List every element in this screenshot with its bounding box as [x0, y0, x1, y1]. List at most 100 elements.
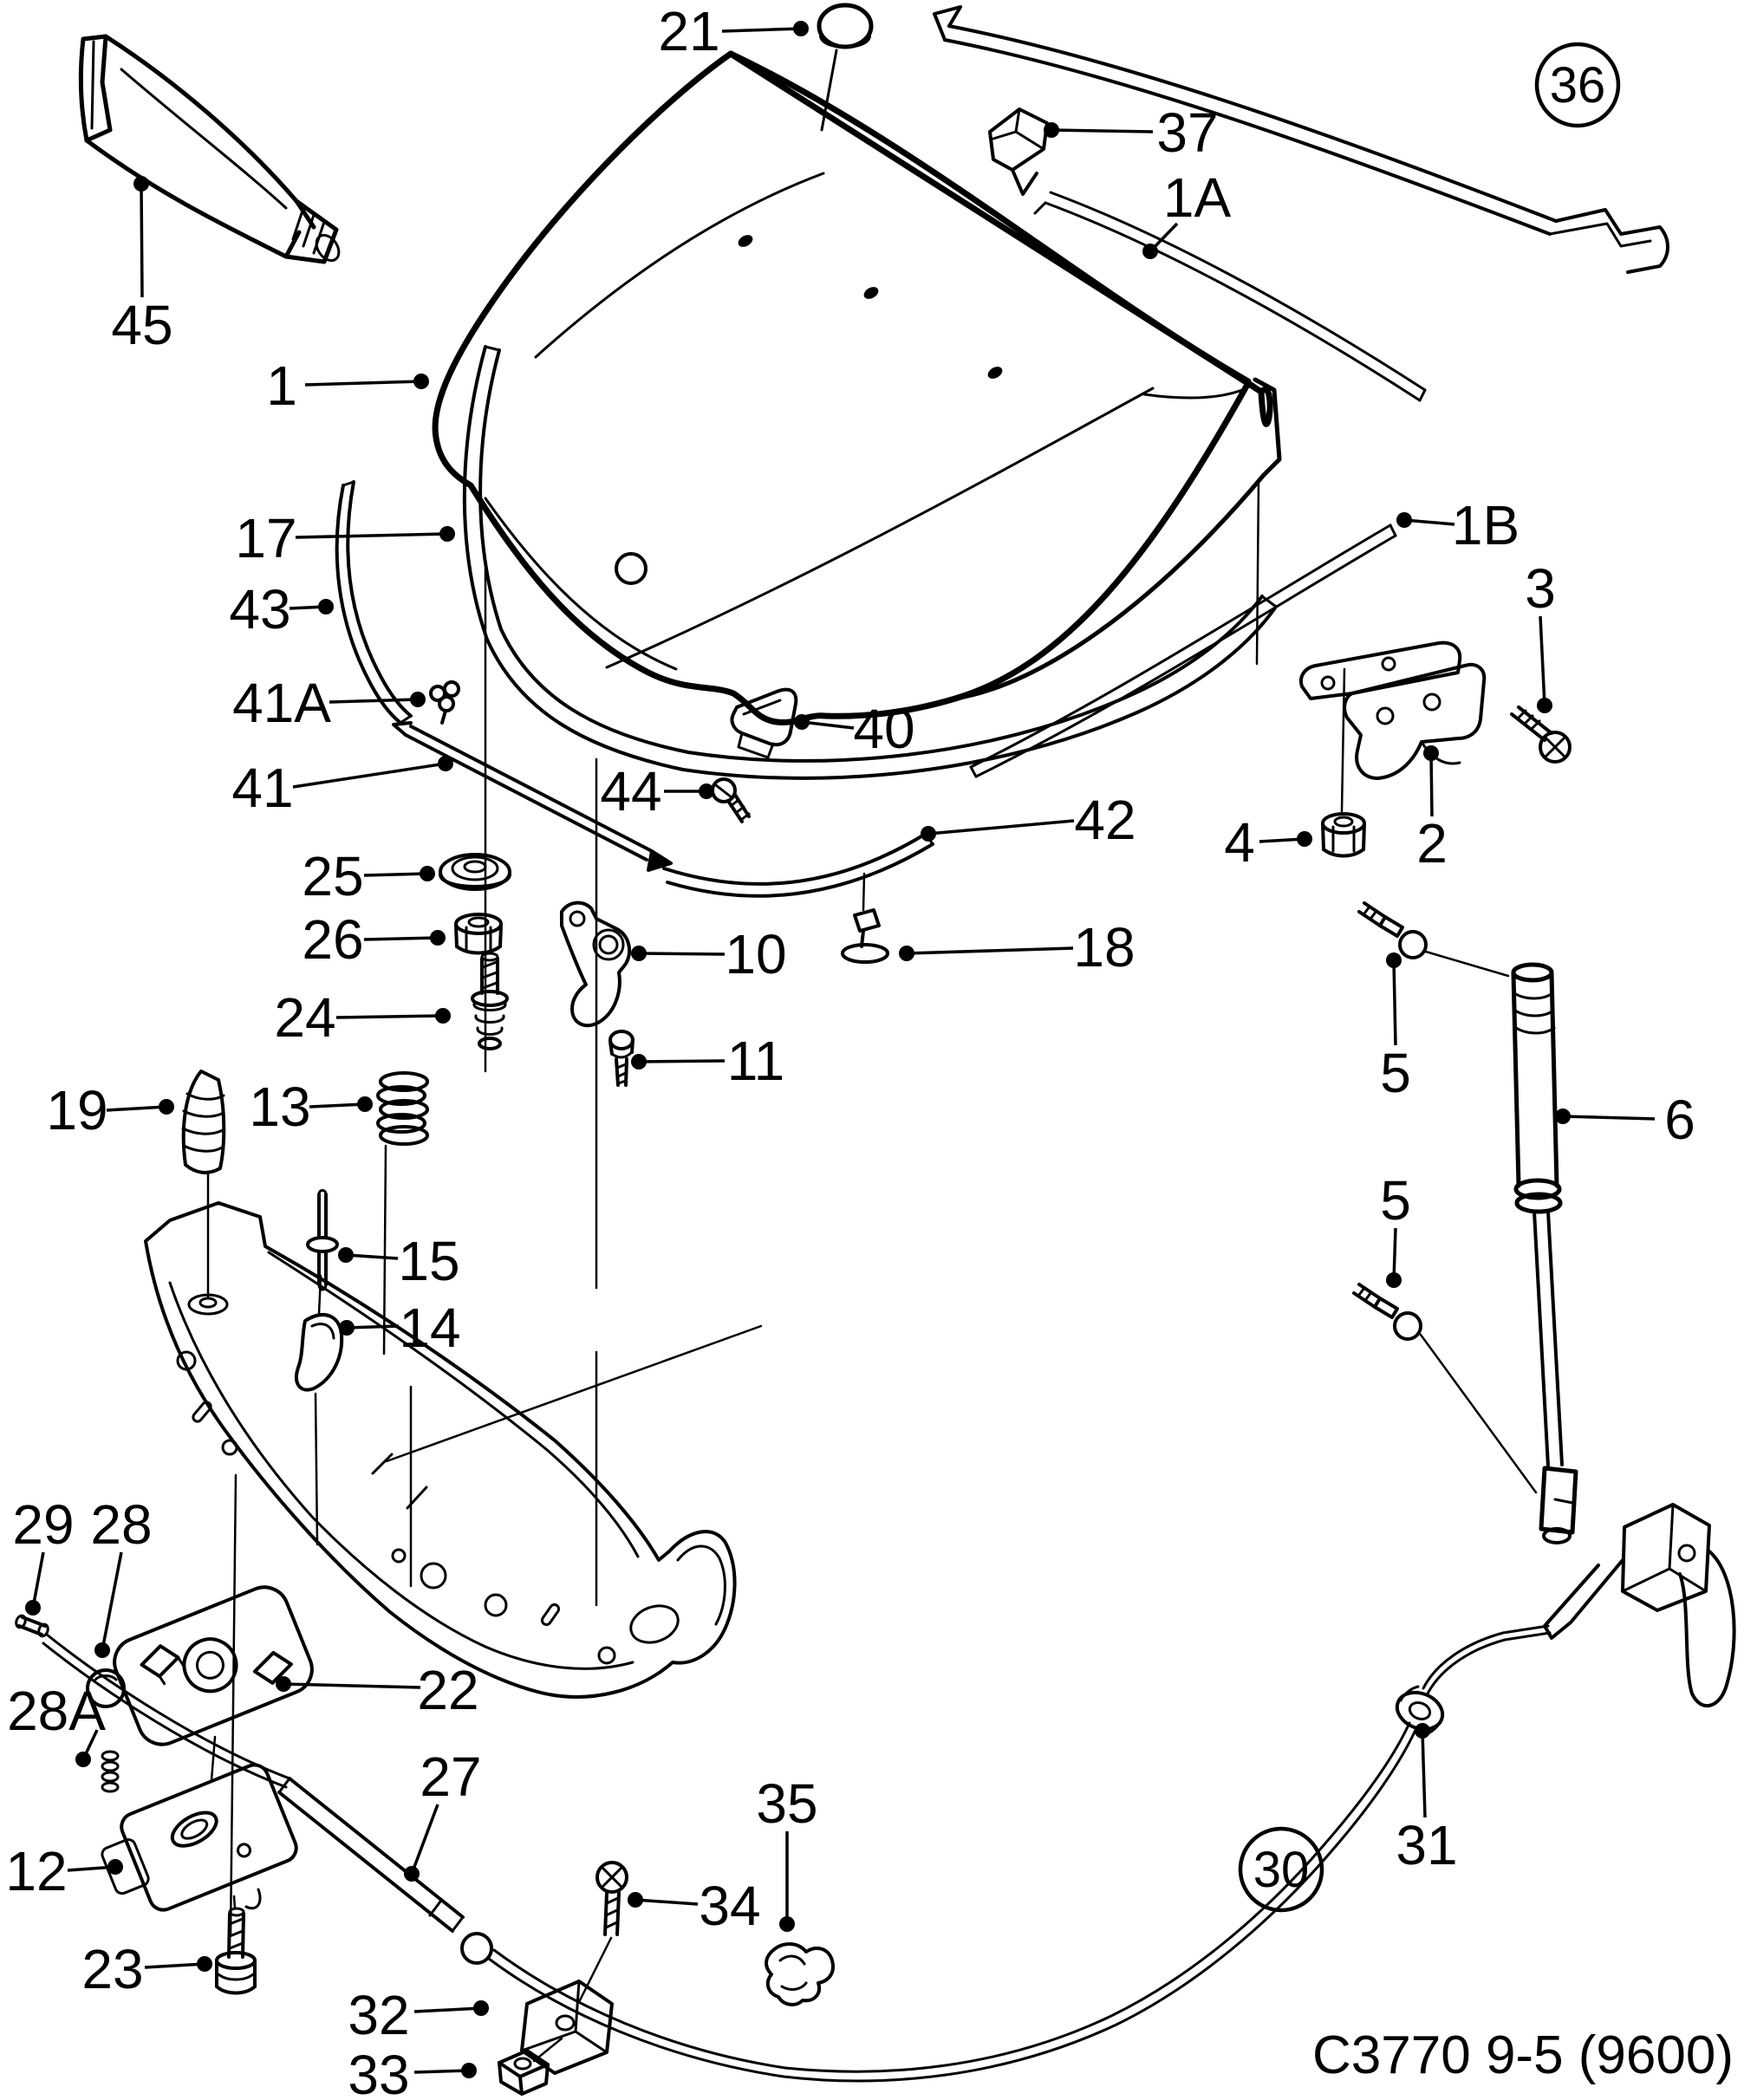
leader-line: [335, 1014, 444, 1019]
leader-line: [309, 1102, 366, 1109]
leader-line: [1403, 518, 1455, 526]
callout-13-20: 13: [249, 1076, 373, 1138]
screw-11: [608, 1030, 634, 1087]
part-number-42: 42: [1074, 789, 1136, 851]
leader-line: [638, 1059, 726, 1063]
part-number-32: 32: [348, 1984, 409, 2046]
clip-37: [988, 107, 1049, 196]
leader-dot: [197, 1956, 212, 1972]
hinge-axis-line: [1340, 667, 1346, 813]
part-number-44: 44: [600, 760, 661, 822]
strip-42: [654, 832, 934, 898]
leader-dot: [410, 692, 426, 707]
part-number-1B: 1B: [1452, 494, 1519, 556]
screw-44: [711, 777, 751, 823]
part-number-18: 18: [1073, 916, 1135, 978]
leader-dot: [439, 526, 455, 542]
callout-1B-15: 1B: [1396, 494, 1519, 556]
callout-42-12: 42: [921, 789, 1136, 851]
part-number-4: 4: [1224, 811, 1255, 874]
leader-line: [413, 2006, 482, 2013]
part-number-29: 29: [12, 1493, 74, 1556]
callout-1-5: 1: [266, 354, 429, 417]
callout-43-7: 43: [229, 578, 334, 640]
part-number-31: 31: [1396, 1814, 1457, 1876]
leader-line: [638, 952, 726, 956]
part-number-22: 22: [417, 1659, 478, 1721]
leader-dot: [420, 866, 435, 881]
part-number-33: 33: [348, 2044, 409, 2100]
spring-13: [376, 1071, 429, 1146]
callout-24-19: 24: [274, 986, 451, 1049]
callout-28-31: 28: [90, 1493, 153, 1658]
callout-22-33: 22: [276, 1659, 479, 1721]
assembly-axis-lines: [206, 480, 1260, 1938]
nut-4: [1321, 812, 1366, 858]
leader-dot: [159, 1099, 174, 1115]
part-number-34: 34: [699, 1875, 760, 1937]
callout-12-35: 12: [5, 1840, 123, 1902]
part-number-30: 30: [1253, 1842, 1310, 1898]
leader-line: [31, 1551, 45, 1609]
leader-dot: [438, 756, 453, 771]
leader-dot: [1044, 122, 1059, 138]
part-number-6: 6: [1664, 1089, 1695, 1151]
leader-dot: [921, 826, 936, 842]
leader-line: [801, 720, 855, 730]
callout-23-36: 23: [81, 1938, 212, 2000]
leader-line: [1051, 128, 1154, 133]
bolt-3: [1510, 705, 1572, 764]
callout-3-16: 3: [1525, 557, 1556, 713]
callout-circle: [1238, 1826, 1324, 1913]
screw-23: [215, 1907, 257, 1995]
leader-dot: [1415, 1723, 1430, 1739]
callout-2-14: 2: [1416, 745, 1448, 874]
callout-15-28: 15: [338, 1230, 460, 1292]
part-number-25: 25: [302, 845, 363, 907]
callout-27-34: 27: [404, 1746, 482, 1882]
leader-dot: [133, 176, 149, 192]
part-number-43: 43: [229, 578, 290, 640]
leader-dot: [94, 1642, 110, 1658]
part-number-41: 41: [231, 757, 293, 819]
release-handle: [1543, 1503, 1736, 1708]
leader-dot: [793, 21, 809, 36]
part-number-14: 14: [399, 1297, 460, 1359]
pin-axis: [317, 1274, 322, 1316]
leader-dot: [1297, 831, 1312, 847]
leader-dot: [107, 1859, 123, 1875]
leader-line: [1392, 1227, 1397, 1281]
leader-line: [1392, 959, 1397, 1046]
stud-24: [471, 952, 509, 1050]
callout-28A-32: 28A: [7, 1680, 106, 1767]
strip-1b: [969, 523, 1397, 778]
cable-ball-28: [86, 1668, 126, 1708]
catch-14: [295, 1313, 344, 1392]
part-number-12: 12: [5, 1840, 67, 1902]
part-number-15: 15: [398, 1230, 459, 1292]
leader-dot: [25, 1600, 41, 1616]
part-number-21: 21: [658, 0, 719, 62]
leader-line: [292, 762, 446, 789]
part-number-1A: 1A: [1163, 166, 1232, 229]
leader-line: [413, 2069, 470, 2074]
leader-line: [304, 380, 422, 387]
part-number-35: 35: [756, 1772, 817, 1835]
leader-dot: [631, 946, 647, 961]
cap-21: [817, 3, 874, 49]
part-number-40: 40: [853, 698, 914, 760]
leader-line: [927, 819, 1075, 835]
leader-line: [140, 183, 144, 298]
leader-dot: [699, 783, 714, 799]
leader-line: [345, 1253, 399, 1260]
leader-dot: [1396, 512, 1412, 528]
nut-26: [454, 913, 503, 955]
leader-line: [295, 532, 448, 539]
leader-dot: [430, 930, 446, 946]
callout-5-25: 5: [1380, 952, 1411, 1104]
leader-dot: [338, 1247, 354, 1263]
leader-line: [363, 872, 428, 877]
leader-line: [101, 1551, 123, 1651]
